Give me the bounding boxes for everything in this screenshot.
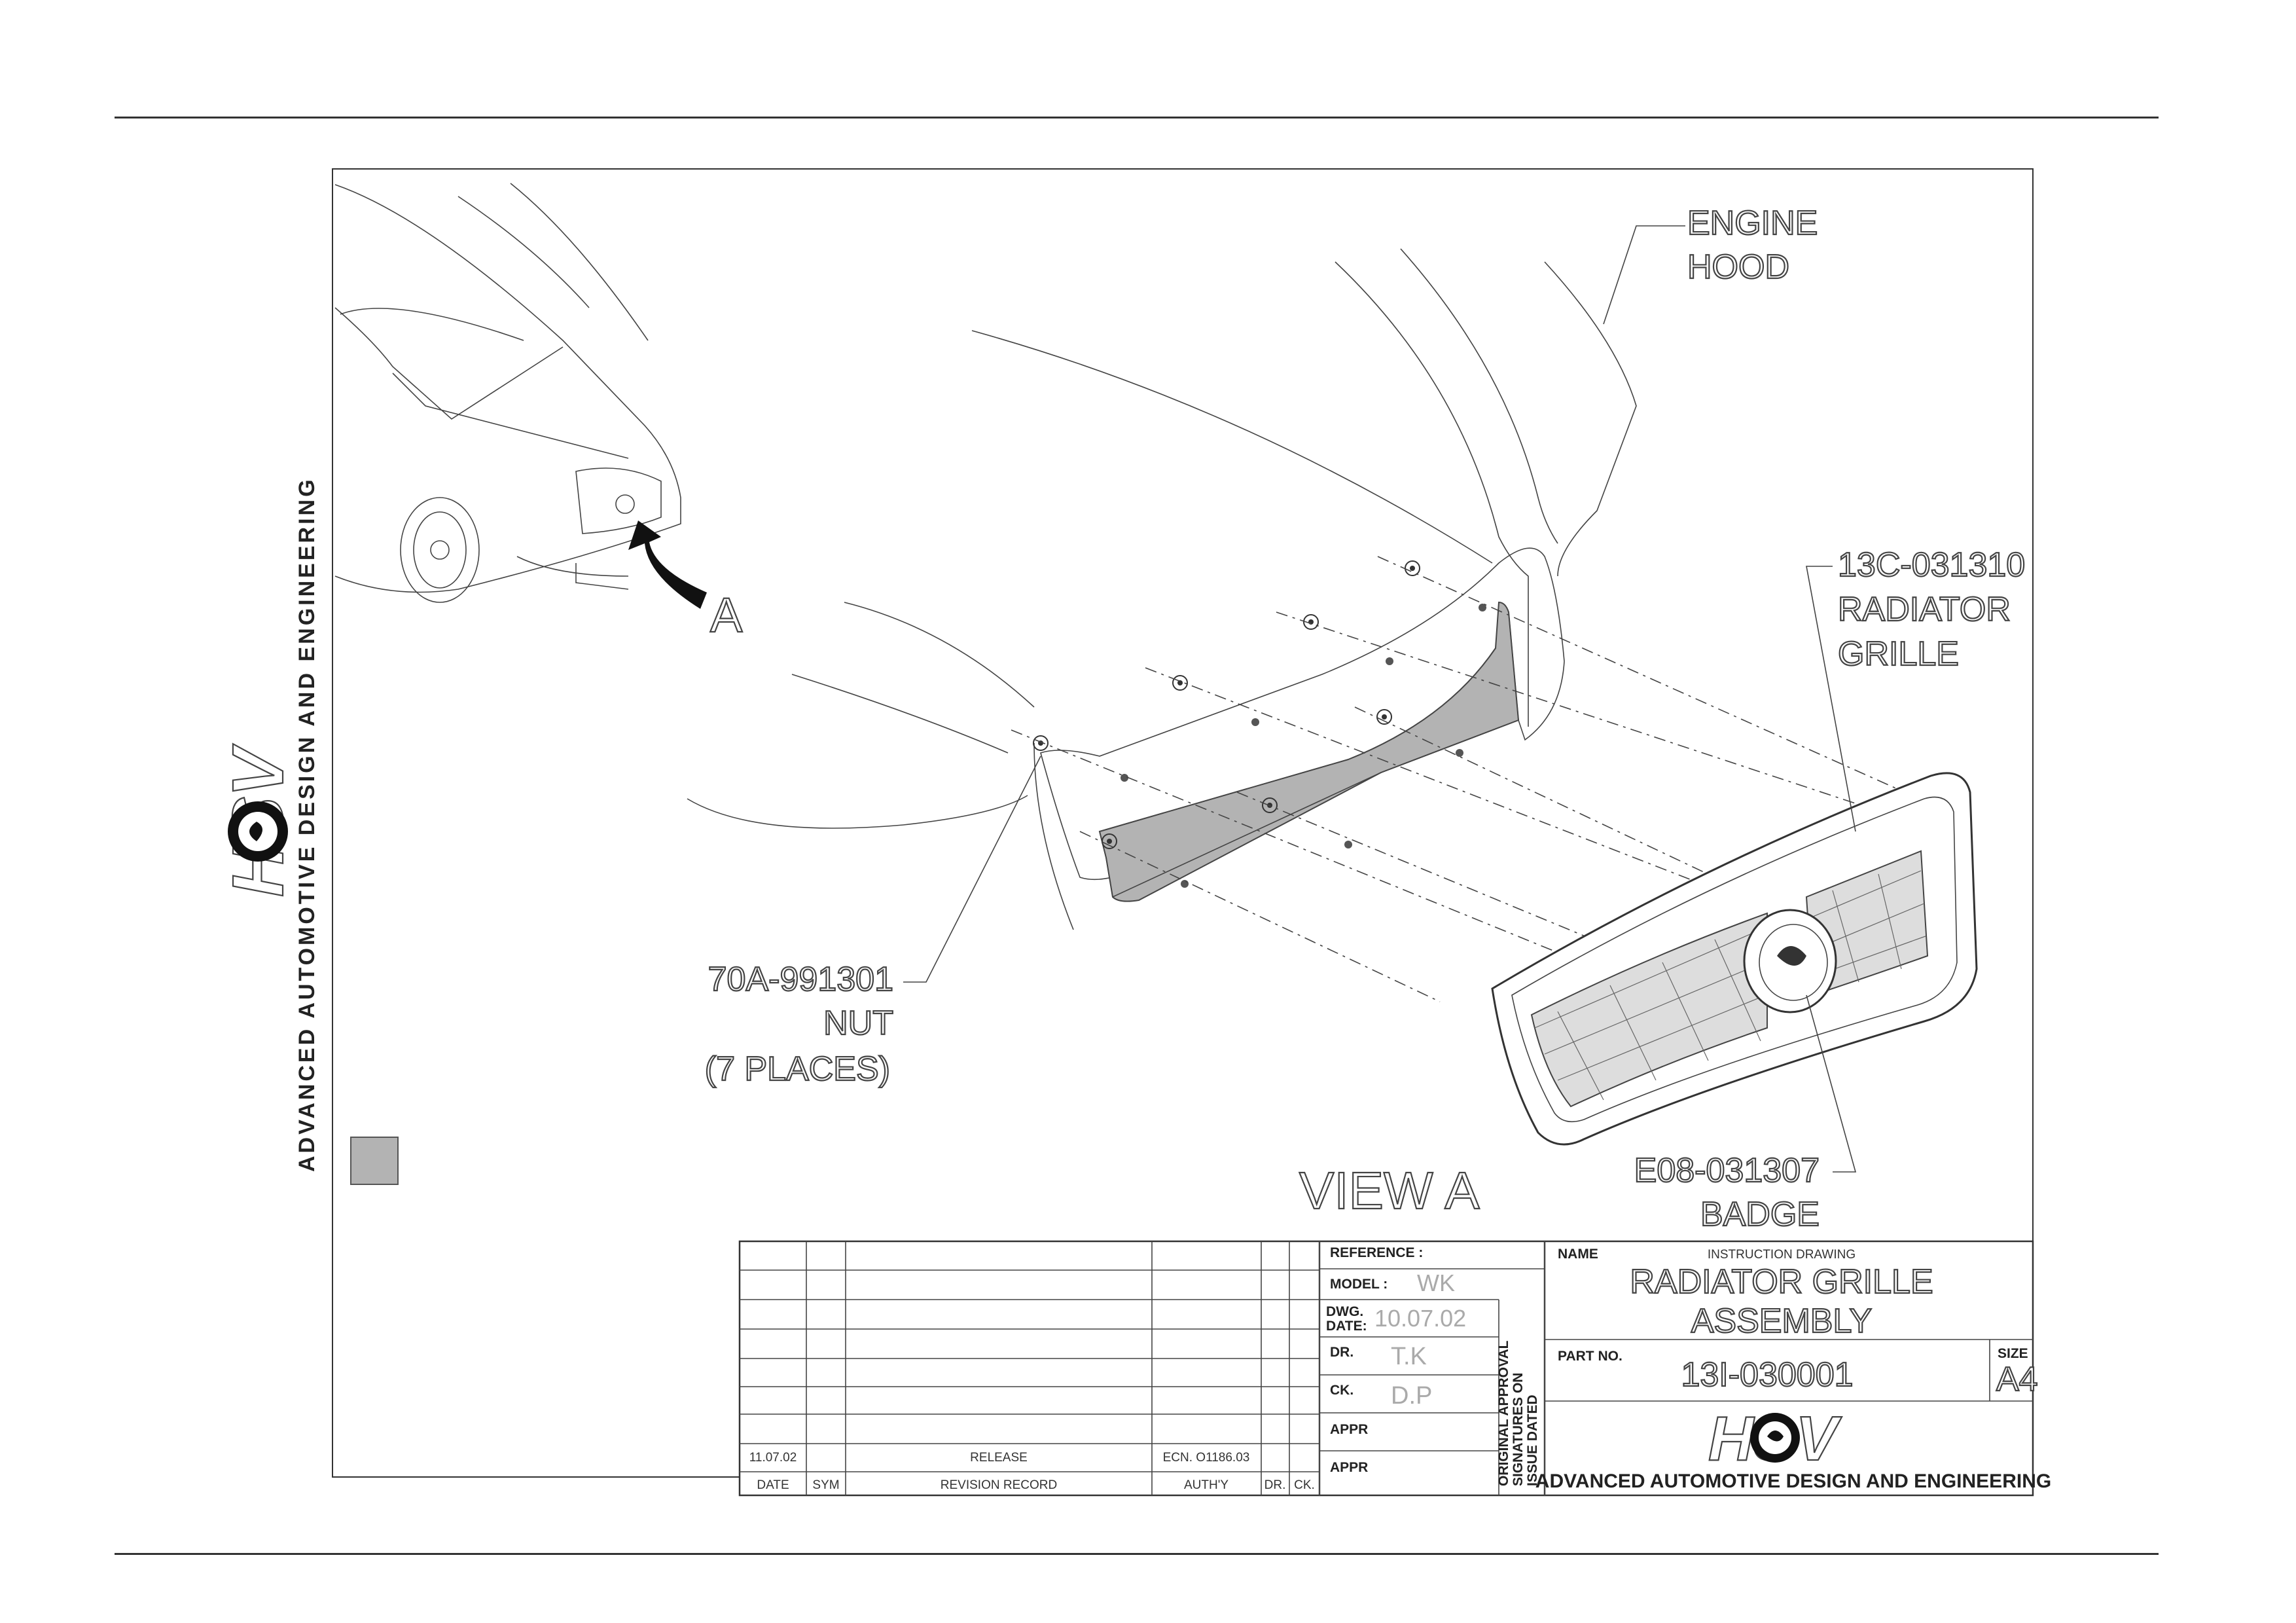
grey-swatch [350,1137,399,1185]
revision-record: RELEASE [970,1451,1028,1465]
drawing-type: INSTRUCTION DRAWING [1708,1248,1856,1262]
view-label: VIEW A [1299,1161,1480,1220]
name-label: NAME [1558,1247,1598,1262]
ck-label: CK. [1330,1383,1354,1398]
revision-row: 11.07.02 RELEASE ECN. O1186.03 [749,1451,1250,1465]
header-ck: CK. [1294,1478,1315,1492]
view-marker: A [710,588,743,642]
header-dr: DR. [1265,1478,1286,1492]
drawing-title-line1: RADIATOR GRILLE [1630,1263,1933,1301]
dr-value: T.K [1391,1343,1427,1370]
dwg-date-label-1: DWG. [1326,1304,1363,1319]
callout-nut-line2: NUT [823,1004,893,1042]
side-brand: ADVANCED AUTOMOTIVE DESIGN AND ENGINEERI… [217,477,319,1172]
appr-label-1: APPR [1330,1422,1368,1437]
callout-badge: E08-031307 BADGE [1634,994,1857,1234]
callout-nut: 70A-991301 NUT (7 PLACES) [704,756,1041,1089]
svg-text:SIGNATURES ON: SIGNATURES ON [1511,1373,1526,1486]
view-arrow-icon [628,520,707,609]
size-label: SIZE [1998,1346,2028,1361]
revision-date: 11.07.02 [749,1451,797,1465]
revision-headers: DATE SYM REVISION RECORD AUTH'Y DR. CK. [757,1478,1314,1492]
top-rule [115,117,2159,119]
nut-icon [1376,709,1392,725]
callout-grille-part-no: 13C-031310 [1838,546,2025,584]
reference-label: REFERENCE : [1330,1245,1423,1260]
header-date: DATE [757,1478,789,1492]
assembly-lines [1011,556,1941,1002]
ck-value: D.P [1391,1382,1432,1410]
drawing-title-line2: ASSEMBLY [1691,1302,1872,1340]
svg-text:ISSUE DATED: ISSUE DATED [1525,1395,1540,1486]
company-caption: ADVANCED AUTOMOTIVE DESIGN AND ENGINEERI… [1535,1470,2051,1492]
callout-engine-hood-line2: HOOD [1687,248,1789,286]
callout-radiator-grille: 13C-031310 RADIATOR GRILLE [1806,545,2026,832]
engine-hood-lines [687,248,1637,930]
callout-grille-line2: RADIATOR [1838,591,2011,629]
side-brand-caption: ADVANCED AUTOMOTIVE DESIGN AND ENGINEERI… [295,477,319,1172]
callout-engine-hood-line1: ENGINE [1687,204,1818,242]
nut-icon [1033,735,1049,751]
revision-authy: ECN. O1186.03 [1163,1451,1250,1465]
dr-label: DR. [1330,1345,1354,1360]
approval-note: ORIGINAL APPROVAL SIGNATURES ON ISSUE DA… [1496,1340,1540,1486]
callout-nut-part-no: 70A-991301 [708,960,893,998]
svg-text:ORIGINAL APPROVAL: ORIGINAL APPROVAL [1496,1340,1511,1486]
callout-grille-line3: GRILLE [1838,635,1959,673]
nut-icon [1405,560,1420,576]
company-hsv-logo: HSV [1708,1403,1843,1474]
grille-opening-surround [1040,547,1565,902]
header-sym: SYM [812,1478,839,1492]
model-value: WK [1417,1269,1455,1296]
model-label: MODEL : [1330,1277,1388,1292]
radiator-grille [1491,772,1978,1146]
appr-label-2: APPR [1330,1460,1368,1475]
callout-engine-hood: ENGINE HOOD [1603,204,1818,325]
side-hsv-logo: HSV [217,742,299,898]
nut-icon [1172,675,1188,691]
callout-nut-line3: (7 PLACES) [705,1050,890,1088]
header-authy: AUTH'Y [1184,1478,1229,1492]
car-thumbnail [334,183,681,603]
part-no-label: PART NO. [1558,1349,1623,1364]
callout-badge-part-no: E08-031307 [1634,1152,1820,1190]
part-no-value: 13I-030001 [1681,1356,1853,1394]
title-block: 11.07.02 RELEASE ECN. O1186.03 DATE SYM … [738,1240,2051,1497]
size-value: A4 [1996,1360,2038,1398]
callout-badge-line2: BADGE [1700,1195,1820,1233]
header-revision-record: REVISION RECORD [941,1478,1057,1492]
revision-grid [740,1241,1321,1495]
dwg-date-label-2: DATE: [1326,1319,1367,1334]
nut-icon [1102,833,1117,849]
bottom-rule [115,1553,2159,1555]
dwg-date-value: 10.07.02 [1374,1305,1466,1332]
